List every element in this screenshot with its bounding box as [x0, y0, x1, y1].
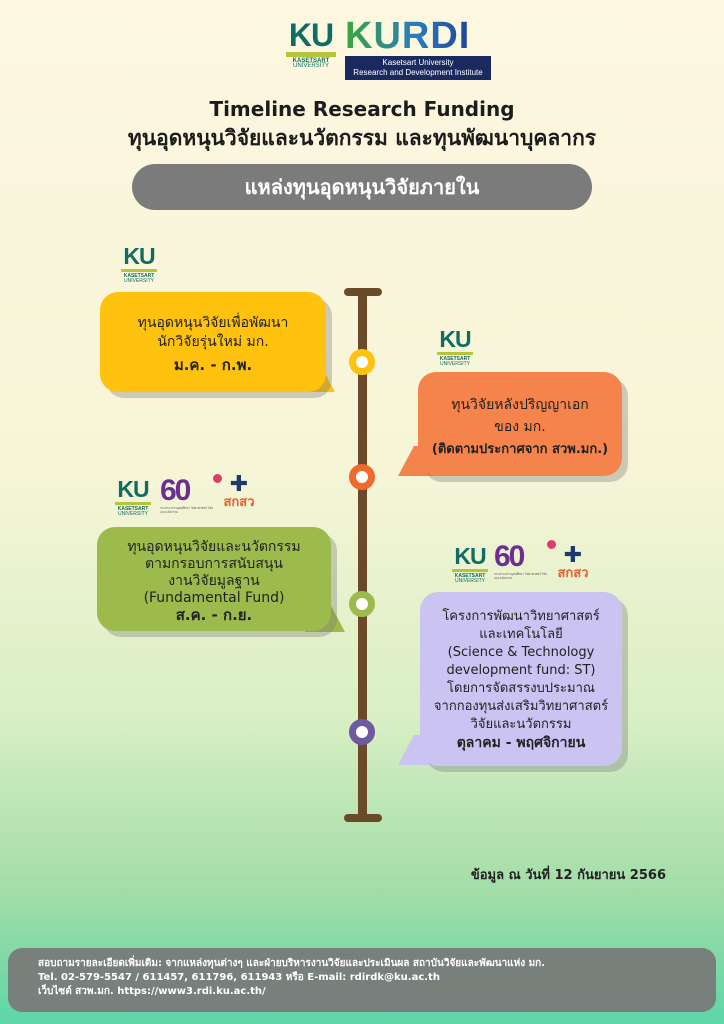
data-as-of-date: ข้อมูล ณ วันที่ 12 กันยายน 2566 [470, 868, 666, 883]
timeline-marker-1 [349, 349, 375, 375]
page-title-en: Timeline Research Funding [209, 97, 515, 121]
timeline-card-2: ทุนวิจัยหลังปริญญาเอก ของ มก. (ติดตามประ… [418, 372, 622, 476]
timeline-card-3: ทุนอุดหนุนวิจัยและนวัตกรรม ตามกรอบการสนั… [97, 527, 331, 631]
period: (ติดตามประกาศจาก สวพ.มก.) [431, 442, 609, 457]
footer-contact: สอบถามรายละเอียดเพิ่มเติม: จากแหล่งทุนต่… [8, 948, 716, 1012]
kurdi-wordmark: KURDI [345, 17, 491, 55]
footer-contact-info[interactable]: Tel. 02-579-5547 / 611457, 611796, 61194… [38, 972, 440, 983]
footer-website-link[interactable]: เว็บไซต์ สวพ.มก. https://www3.rdi.ku.ac.… [38, 986, 266, 997]
period: ม.ค. - ก.พ. [173, 356, 253, 374]
timeline-marker-4 [349, 719, 375, 745]
logo-bar [286, 52, 336, 57]
timeline-card-4: โครงการพัฒนาวิทยาศาสตร์ และเทคโนโลยี (Sc… [420, 592, 622, 766]
tskw-logo: ✚สกสว [223, 472, 255, 510]
kurdi-logo: KURDI Kasetsart University Research and … [345, 17, 491, 80]
logo-text: UNIVERSITY [292, 63, 329, 69]
period: ส.ค. - ก.ย. [175, 606, 253, 624]
ku-logo: KU KASETSART UNIVERSITY [286, 19, 336, 69]
footer-inquiry: สอบถามรายละเอียดเพิ่มเติม: จากแหล่งทุนต่… [38, 958, 546, 969]
logo-text: Kasetsart University [382, 58, 454, 67]
page-title-th: ทุนอุดหนุนวิจัยและนวัตกรรม และทุนพัฒนาบุ… [127, 126, 597, 150]
period: ตุลาคม - พฤศจิกายน [456, 735, 586, 751]
timeline-bottom-cap [344, 814, 382, 822]
title-block: Timeline Research Funding ทุนอุดหนุนวิจั… [0, 96, 724, 154]
timeline-card-1: ทุนอุดหนุนวิจัยเพื่อพัฒนา นักวิจัยรุ่นให… [100, 292, 326, 392]
logo-text: KASETSART [292, 58, 330, 64]
timeline-axis [358, 292, 367, 818]
tskw-logo: ✚สกสว [557, 543, 589, 581]
timeline-marker-2 [349, 464, 375, 490]
section-pill: แหล่งทุนอุดหนุนวิจัยภายใน [132, 164, 592, 210]
logo-text: Research and Development Institute [353, 68, 483, 77]
timeline-marker-3 [349, 591, 375, 617]
